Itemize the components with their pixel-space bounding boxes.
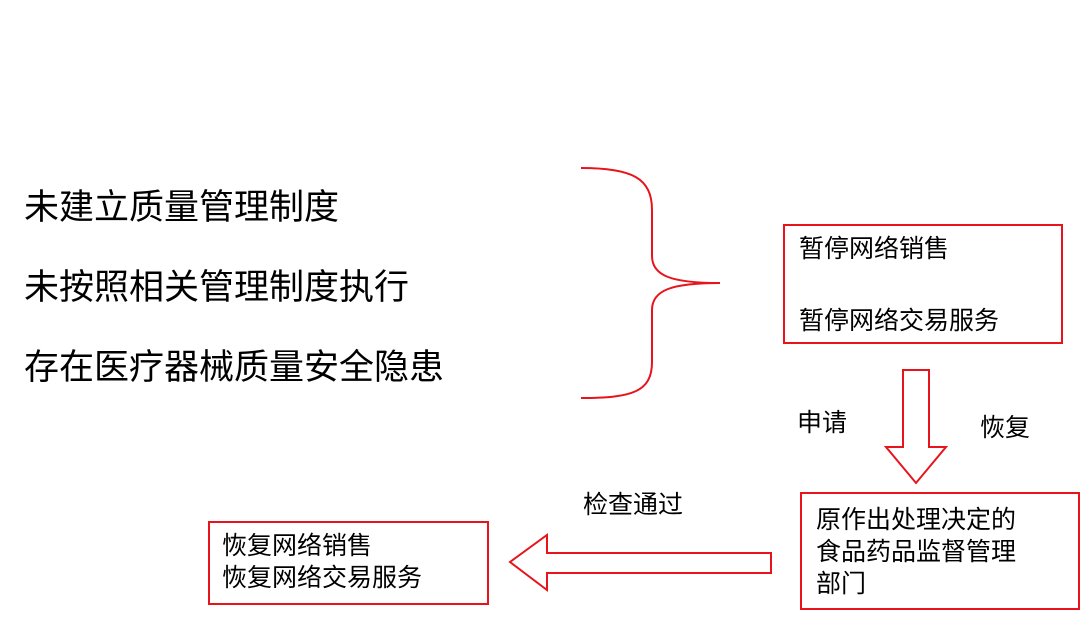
authority-box: 原作出处理决定的 食品药品监督管理 部门 — [800, 492, 1080, 610]
curly-brace — [580, 167, 721, 399]
suspend-online-trading-text: 暂停网络交易服务 — [799, 306, 1000, 335]
down-arrow — [883, 369, 949, 485]
suspend-online-sales-text: 暂停网络销售 — [799, 234, 950, 263]
restore-online-sales-text: 恢复网络销售 — [222, 531, 373, 560]
authority-line-1: 原作出处理决定的 — [816, 505, 1017, 534]
authority-line-2: 食品药品监督管理 — [816, 537, 1017, 566]
restore-label: 恢复 — [980, 413, 1031, 442]
restore-online-trading-text: 恢复网络交易服务 — [222, 563, 423, 592]
restore-box: 恢复网络销售 恢复网络交易服务 — [208, 521, 489, 605]
apply-label: 申请 — [797, 408, 848, 437]
left-arrow — [508, 533, 772, 593]
inspection-passed-label: 检查通过 — [583, 490, 684, 519]
condition-no-quality-system: 未建立质量管理制度 — [24, 188, 340, 228]
condition-not-following-system: 未按照相关管理制度执行 — [24, 268, 410, 308]
suspend-box: 暂停网络销售 暂停网络交易服务 — [783, 224, 1063, 344]
authority-line-3: 部门 — [816, 569, 867, 598]
condition-safety-hazard: 存在医疗器械质量安全隐患 — [24, 348, 445, 388]
